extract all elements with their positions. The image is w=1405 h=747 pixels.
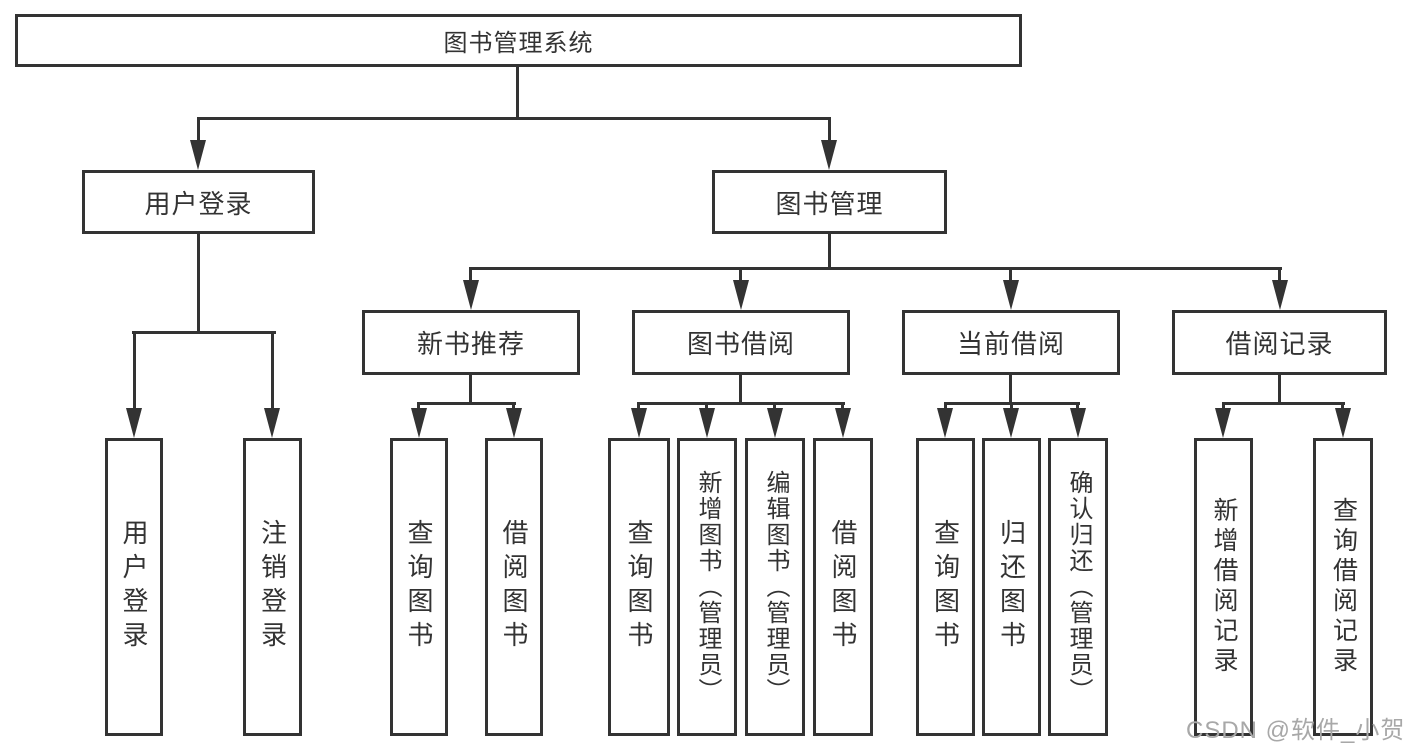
connector-line bbox=[739, 267, 742, 284]
connector-line bbox=[773, 402, 776, 412]
leaf-return-books: 归还图书 bbox=[982, 438, 1041, 736]
connector-line bbox=[705, 402, 708, 412]
leaf-user-login: 用户登录 bbox=[105, 438, 163, 736]
leaf-query-books-3: 查询图书 bbox=[916, 438, 975, 736]
leaf-edit-books-admin: 编辑图书（管理员） bbox=[745, 438, 805, 736]
arrow-down-icon bbox=[1335, 408, 1351, 438]
node-book-mgmt: 图书管理 bbox=[712, 170, 947, 234]
leaf-borrow-books-1: 借阅图书 bbox=[485, 438, 543, 736]
node-current-borrow-label: 当前借阅 bbox=[956, 329, 1065, 359]
connector-line bbox=[417, 402, 516, 405]
connector-line bbox=[197, 117, 200, 145]
connector-line bbox=[133, 331, 136, 411]
connector-line bbox=[469, 375, 472, 405]
connector-line bbox=[1222, 402, 1225, 412]
connector-line bbox=[417, 402, 420, 412]
arrow-down-icon bbox=[1215, 408, 1231, 438]
connector-line bbox=[132, 331, 276, 334]
leaf-add-borrow-record-label: 新增借阅记录 bbox=[1210, 497, 1238, 677]
node-new-books-label: 新书推荐 bbox=[416, 329, 525, 359]
leaf-user-login-label: 用户登录 bbox=[119, 519, 149, 655]
leaf-query-books-1-label: 查询图书 bbox=[404, 519, 434, 655]
connector-line bbox=[637, 402, 845, 405]
leaf-confirm-return-admin-label: 确认归还（管理员） bbox=[1065, 470, 1092, 704]
arrow-down-icon bbox=[463, 280, 479, 310]
node-borrow-records-label: 借阅记录 bbox=[1225, 329, 1334, 359]
leaf-query-borrow-record: 查询借阅记录 bbox=[1313, 438, 1373, 736]
leaf-query-books-1: 查询图书 bbox=[390, 438, 448, 736]
arrow-down-icon bbox=[411, 408, 427, 438]
connector-line bbox=[1341, 402, 1344, 412]
connector-line bbox=[1010, 402, 1013, 412]
node-user-login: 用户登录 bbox=[82, 170, 315, 234]
connector-line bbox=[271, 331, 274, 411]
leaf-borrow-books-2: 借阅图书 bbox=[813, 438, 873, 736]
arrow-down-icon bbox=[1003, 280, 1019, 310]
node-new-books: 新书推荐 bbox=[362, 310, 580, 375]
leaf-logout-label: 注销登录 bbox=[257, 519, 288, 655]
node-borrow-records: 借阅记录 bbox=[1172, 310, 1387, 375]
node-book-borrow-label: 图书借阅 bbox=[686, 329, 795, 359]
connector-line bbox=[1222, 402, 1345, 405]
connector-line bbox=[828, 234, 831, 270]
node-book-borrow: 图书借阅 bbox=[632, 310, 850, 375]
connector-line bbox=[516, 67, 519, 120]
leaf-borrow-books-2-label: 借阅图书 bbox=[828, 519, 858, 655]
connector-line bbox=[828, 117, 831, 145]
leaf-confirm-return-admin: 确认归还（管理员） bbox=[1048, 438, 1108, 736]
connector-line bbox=[512, 402, 515, 412]
arrow-down-icon bbox=[1003, 408, 1019, 438]
leaf-logout: 注销登录 bbox=[243, 438, 302, 736]
arrow-down-icon bbox=[1272, 280, 1288, 310]
node-current-borrow: 当前借阅 bbox=[902, 310, 1120, 375]
arrow-down-icon bbox=[767, 408, 783, 438]
arrow-down-icon bbox=[821, 140, 837, 170]
node-root-label: 图书管理系统 bbox=[443, 30, 594, 57]
connector-line bbox=[1278, 375, 1281, 405]
node-user-login-label: 用户登录 bbox=[144, 188, 253, 219]
leaf-add-books-admin-label: 新增图书（管理员） bbox=[694, 470, 721, 704]
csdn-watermark: CSDN @软件_小贺同学 bbox=[1186, 717, 1405, 744]
arrow-down-icon bbox=[699, 408, 715, 438]
leaf-query-borrow-record-label: 查询借阅记录 bbox=[1329, 497, 1358, 677]
arrow-down-icon bbox=[733, 280, 749, 310]
leaf-query-books-2-label: 查询图书 bbox=[624, 519, 654, 655]
arrow-down-icon bbox=[126, 408, 142, 438]
leaf-edit-books-admin-label: 编辑图书（管理员） bbox=[762, 470, 789, 704]
arrow-down-icon bbox=[937, 408, 953, 438]
arrow-down-icon bbox=[835, 408, 851, 438]
arrow-down-icon bbox=[1070, 408, 1086, 438]
connector-line bbox=[197, 234, 200, 334]
connector-line bbox=[197, 117, 831, 120]
leaf-return-books-label: 归还图书 bbox=[996, 519, 1027, 655]
arrow-down-icon bbox=[190, 140, 206, 170]
connector-line bbox=[944, 402, 947, 412]
leaf-query-books-3-label: 查询图书 bbox=[930, 519, 961, 655]
connector-line bbox=[739, 375, 742, 405]
node-root: 图书管理系统 bbox=[15, 14, 1022, 67]
leaf-query-books-2: 查询图书 bbox=[608, 438, 670, 736]
connector-line bbox=[1009, 267, 1012, 284]
connector-line bbox=[1009, 375, 1012, 405]
connector-line bbox=[637, 402, 640, 412]
arrow-down-icon bbox=[631, 408, 647, 438]
connector-line bbox=[1278, 267, 1281, 284]
arrow-down-icon bbox=[264, 408, 280, 438]
connector-line bbox=[469, 267, 472, 284]
leaf-add-borrow-record: 新增借阅记录 bbox=[1194, 438, 1253, 736]
node-book-mgmt-label: 图书管理 bbox=[775, 188, 884, 219]
connector-line bbox=[470, 267, 1282, 270]
leaf-borrow-books-1-label: 借阅图书 bbox=[499, 519, 529, 655]
leaf-add-books-admin: 新增图书（管理员） bbox=[677, 438, 737, 736]
connector-line bbox=[841, 402, 844, 412]
arrow-down-icon bbox=[506, 408, 522, 438]
connector-line bbox=[1076, 402, 1079, 412]
